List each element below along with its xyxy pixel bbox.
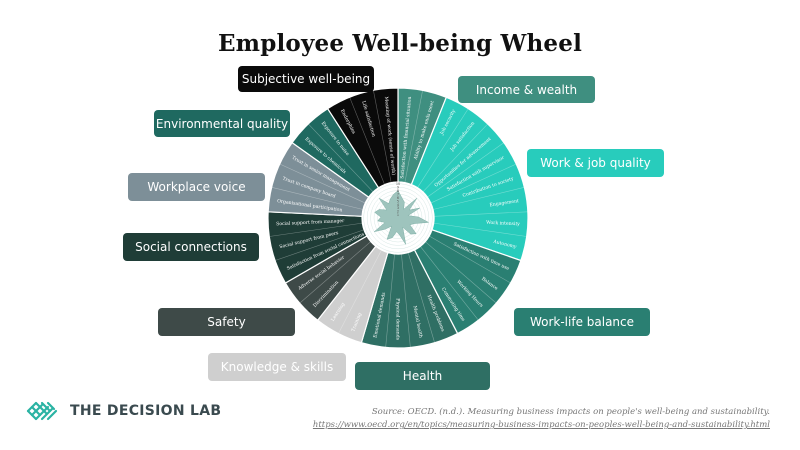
label-work-job-quality: Work & job quality: [527, 149, 664, 177]
decision-lab-logo-icon: [26, 401, 58, 421]
scale-ring: [366, 186, 430, 250]
scale-label: 6: [397, 196, 399, 200]
label-safety: Safety: [158, 308, 295, 336]
item-label: Autonomy: [492, 239, 518, 251]
brand-name: THE DECISION LAB: [70, 403, 222, 419]
radar-shape: [374, 190, 430, 245]
item-divider: [407, 252, 435, 343]
item-divider: [417, 108, 469, 188]
label-environmental: Environmental quality: [154, 110, 290, 137]
item-divider: [401, 253, 411, 348]
item-divider: [275, 229, 365, 261]
scale-label: 8: [397, 189, 399, 193]
item-divider: [299, 241, 371, 304]
item-divider: [404, 90, 423, 183]
item-divider: [430, 163, 517, 204]
scale-label: 5: [397, 199, 399, 203]
item-divider: [269, 222, 363, 237]
label-knowledge-skills: Knowledge & skills: [208, 353, 346, 381]
label-subjective: Subjective well-being: [238, 66, 374, 92]
item-divider: [432, 187, 525, 210]
item-label: Engagement: [489, 198, 519, 208]
item-divider: [433, 211, 528, 217]
scale-label: 1: [397, 213, 399, 217]
label-social-connections: Social connections: [123, 233, 259, 261]
item-divider: [349, 97, 385, 185]
scale-label: 10: [396, 182, 400, 186]
scale-ring: [363, 183, 433, 253]
item-divider: [422, 123, 488, 193]
item-divider: [385, 253, 395, 348]
item-divider: [271, 187, 364, 210]
scale-label: 3: [397, 206, 399, 210]
item-divider: [429, 235, 511, 284]
label-work-life-balance: Work-life balance: [514, 308, 650, 336]
scale-label: 7: [397, 193, 399, 197]
item-divider: [308, 123, 374, 193]
scale-label: 9: [397, 186, 399, 190]
scale-label: 2: [397, 210, 399, 214]
item-divider: [373, 90, 392, 183]
source-citation: Source: OECD. (n.d.). Measuring business…: [313, 406, 770, 432]
label-workplace-voice: Workplace voice: [128, 173, 265, 201]
label-income: Income & wealth: [458, 76, 595, 103]
item-divider: [433, 222, 527, 237]
item-label: Social support from manager: [276, 218, 345, 227]
item-divider: [338, 249, 382, 334]
item-divider: [427, 142, 505, 198]
item-label: Work intensity: [486, 220, 520, 228]
label-health: Health: [355, 362, 490, 390]
page-title: Employee Well-being Wheel: [217, 30, 583, 57]
source-link[interactable]: https://www.oecd.org/en/topics/measuring…: [312, 420, 770, 430]
source-text: Source: OECD. (n.d.). Measuring business…: [371, 407, 770, 417]
scale-label: 4: [397, 203, 399, 207]
item-label: Physical demands: [395, 298, 401, 340]
item-divider: [279, 163, 366, 204]
item-divider: [425, 241, 497, 304]
brand-logo: THE DECISION LAB: [26, 398, 221, 424]
item-divider: [420, 246, 479, 321]
